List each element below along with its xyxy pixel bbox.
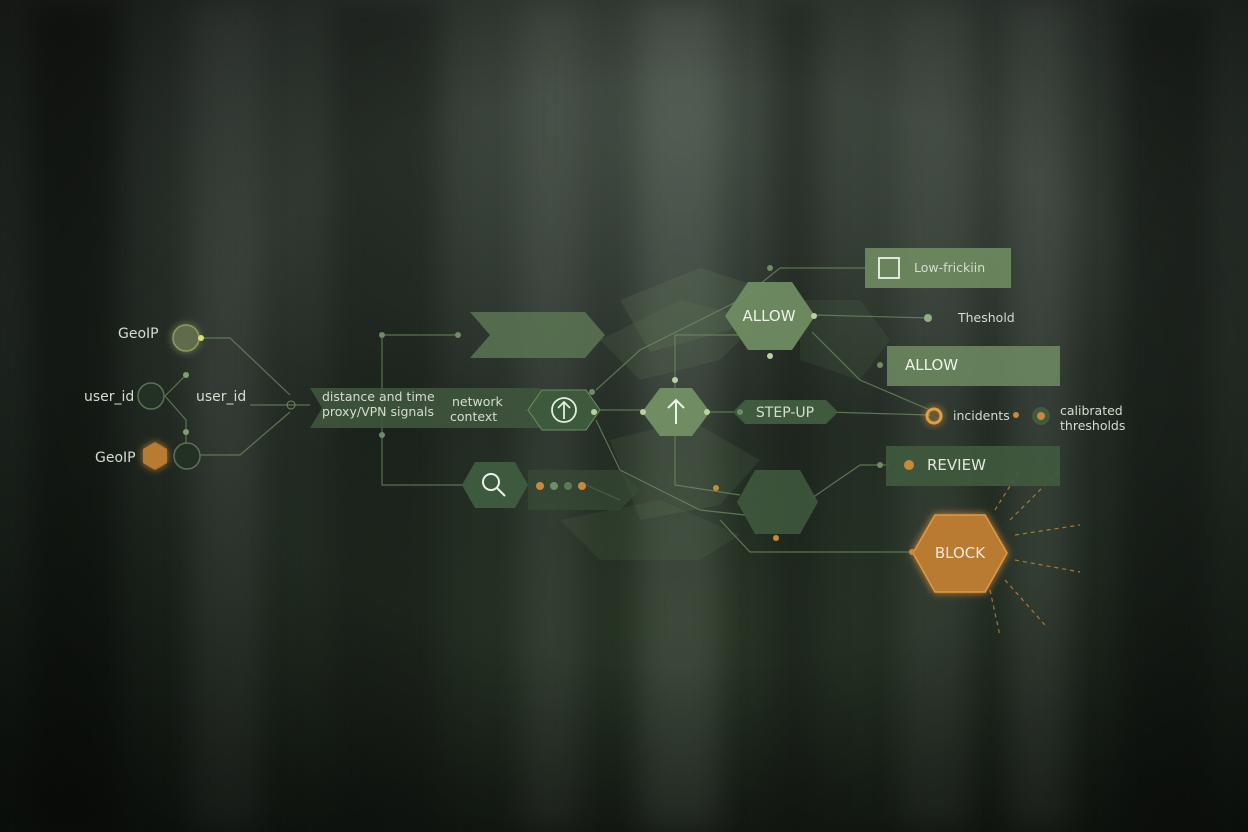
up-arrow-icon xyxy=(557,400,571,419)
step-up-panel[interactable] xyxy=(733,400,838,424)
user-id-node[interactable] xyxy=(137,382,165,410)
incidents-label: incidents xyxy=(953,408,1010,423)
search-icon xyxy=(482,473,506,497)
allow-hex-label: ALLOW xyxy=(742,307,795,325)
block-label: BLOCK xyxy=(935,544,986,562)
geoip-bottom-label: GeoIP xyxy=(95,450,136,466)
connector-dots xyxy=(455,265,1019,555)
step-up-label: STEP-UP xyxy=(756,405,814,421)
allow-hexagon[interactable] xyxy=(725,282,815,350)
background-bands xyxy=(560,268,890,560)
review-label: REVIEW xyxy=(927,456,986,474)
calibrated-label: calibrated xyxy=(1060,403,1123,418)
signal-panels xyxy=(310,312,640,510)
context-label: context xyxy=(450,409,497,424)
geoip-node-bottom-right[interactable] xyxy=(173,442,201,470)
distance-signal-label: distance and time xyxy=(322,389,435,404)
checkbox-icon[interactable] xyxy=(878,257,900,279)
user-id-right-label: user_id xyxy=(196,389,246,405)
proxy-signal-label: proxy/VPN signals xyxy=(322,404,434,419)
threshold-label: Theshold xyxy=(957,310,1015,325)
thresholds-label: thresholds xyxy=(1060,418,1125,433)
up-arrow-circle-icon xyxy=(551,397,577,423)
up-arrow-icon xyxy=(667,398,685,424)
top-chevron-panel xyxy=(470,312,605,358)
allow-bar-label: ALLOW xyxy=(905,356,958,374)
user-id-left-label: user_id xyxy=(84,389,134,405)
geoip-top-label: GeoIP xyxy=(118,326,159,342)
allow-bar[interactable] xyxy=(887,346,1060,386)
network-label: network xyxy=(452,394,504,409)
input-nodes xyxy=(137,324,385,470)
distance-signals-panel[interactable] xyxy=(310,388,555,428)
outcome-bars xyxy=(865,248,1060,486)
review-bar[interactable] xyxy=(886,446,1060,486)
incidents-node xyxy=(925,407,943,425)
review-hexagon[interactable] xyxy=(737,470,818,534)
review-dot xyxy=(904,460,914,470)
incident-nodes xyxy=(925,407,1050,425)
low-friction-bar[interactable] xyxy=(865,248,1011,288)
search-panel[interactable] xyxy=(462,462,528,508)
geoip-node-top[interactable] xyxy=(172,324,200,352)
geoip-node-bottom-amber[interactable] xyxy=(143,442,167,470)
low-friction-label: Low-frickiin xyxy=(914,260,985,275)
